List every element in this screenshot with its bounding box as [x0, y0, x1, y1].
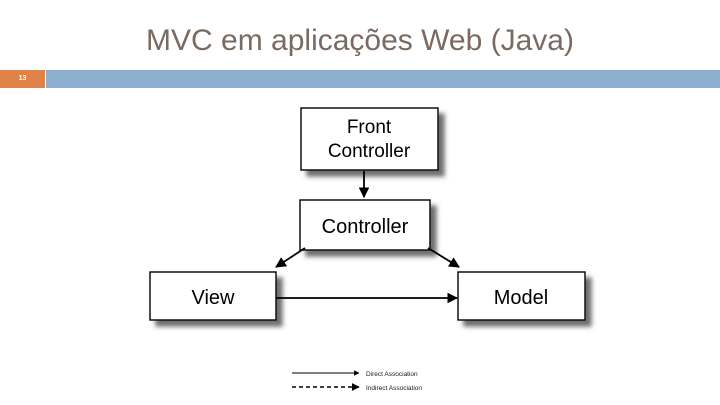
- node-controller-box: [299, 199, 431, 251]
- node-front-controller-label-line1: Front: [347, 117, 392, 138]
- node-controller-label: Controller: [322, 216, 409, 238]
- mvc-diagram: Front Controller Controller View: [0, 95, 720, 405]
- node-model-box: [457, 271, 586, 321]
- node-model-label: Model: [494, 287, 548, 309]
- node-front-controller-box: [300, 107, 439, 171]
- node-model: Model: [457, 271, 586, 321]
- legend-dashed-label: Indirect Association: [366, 385, 422, 392]
- edge-controller-to-view: [275, 247, 306, 268]
- header-rule: 13: [0, 70, 720, 88]
- header-accent-bar: [46, 70, 720, 88]
- legend-solid-label: Direct Association: [366, 371, 418, 378]
- diagram-legend: Direct Association Indirect Association: [292, 370, 422, 392]
- node-view: View: [149, 271, 277, 321]
- slide-number-badge: 13: [0, 70, 45, 88]
- node-view-box: [149, 271, 277, 321]
- page-title: MVC em aplicações Web (Java): [146, 24, 574, 57]
- node-front-controller-label-line2: Controller: [328, 141, 411, 162]
- node-view-label: View: [192, 287, 236, 309]
- edge-controller-to-model: [427, 247, 460, 268]
- node-controller: Controller: [299, 199, 431, 251]
- node-front-controller: Front Controller: [300, 107, 439, 171]
